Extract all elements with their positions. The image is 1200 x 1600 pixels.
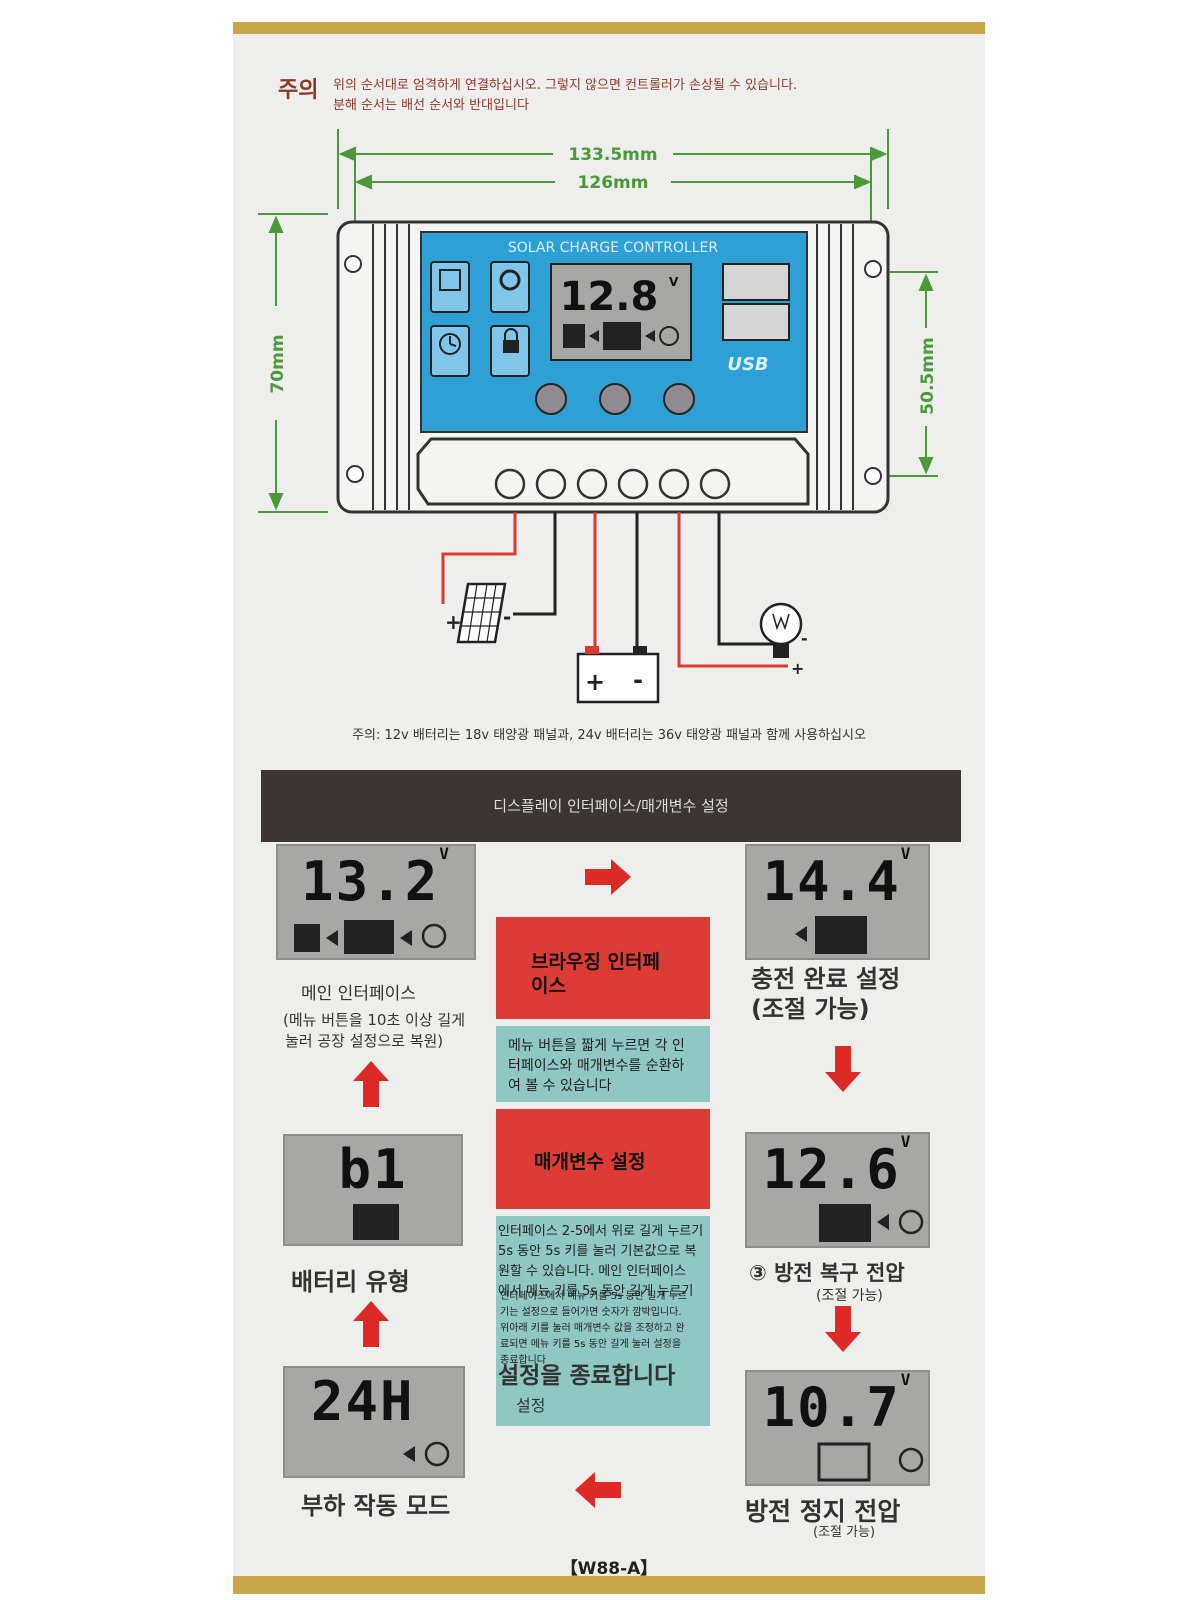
lcd-stop-value: 10.7 <box>762 1376 901 1439</box>
param-small-line-4: 료되면 메뉴 키를 5s 동안 길게 눌러 설정을 <box>500 1339 682 1350</box>
arrow-up-icon <box>353 1301 389 1347</box>
exit-settings-label: 설정 <box>516 1396 546 1415</box>
lcd-charge-unit: V <box>900 844 913 863</box>
section-title: 디스플레이 인터페이스/매개변수 설정 <box>261 770 961 842</box>
param-small-line-1: 인터페이스에서 메뉴 키를 5s 동안 길게 누르 <box>500 1291 688 1302</box>
arrow-up-icon <box>353 1061 389 1107</box>
recover-screen-note: (조절 가능) <box>816 1288 883 1304</box>
stop-screen-label: 방전 정지 전압 <box>745 1497 901 1526</box>
svg-text:+: + <box>791 659 804 678</box>
lcd-battery-value: b1 <box>338 1138 408 1201</box>
warning-line-2: 분해 순서는 배선 순서와 반대입니다 <box>333 98 529 113</box>
main-screen-label: 메인 인터페이스 <box>301 984 416 1004</box>
param-small-line-2: 기는 설정으로 들어가면 숫자가 깜박입니다. <box>500 1307 682 1318</box>
lcd-charge-value: 14.4 <box>762 850 901 913</box>
controller-lcd-unit: V <box>669 275 679 289</box>
recover-screen-label: ③ 방전 복구 전압 <box>749 1261 905 1285</box>
lcd-main-icons <box>294 920 447 954</box>
controller-panel-title: SOLAR CHARGE CONTROLLER <box>508 240 719 256</box>
arrow-down-icon <box>825 1046 861 1092</box>
lcd-main-unit: V <box>439 844 451 863</box>
svg-text:+: + <box>585 668 605 696</box>
browse-desc-line-2: 터페이스와 매개변수를 순환하 <box>508 1058 685 1074</box>
browse-mode-title-2: 이스 <box>531 975 566 997</box>
arrow-right-icon <box>585 859 631 895</box>
warning-title: 주의 <box>278 78 319 103</box>
parameter-setting-description: 인터페이스 2-5에서 위로 길게 누르기 5s 동안 5s 키를 눌러 기본값… <box>496 1216 710 1426</box>
model-code: 【W88-A】 <box>560 1559 658 1579</box>
browse-mode-title-1: 브라우징 인터페 <box>531 951 660 973</box>
svg-text:-: - <box>633 666 643 694</box>
arrow-down-icon <box>825 1306 861 1352</box>
browse-mode-box: 브라우징 인터페 이스 <box>496 917 710 1019</box>
lcd-charge-icons <box>795 916 867 954</box>
browse-mode-description: 메뉴 버튼을 짧게 누르면 각 인 터페이스와 매개변수를 순환하 여 볼 수 … <box>496 1026 710 1102</box>
lcd-load-screen: 24H <box>283 1366 465 1478</box>
lcd-main-screen: 13.2V <box>276 844 476 960</box>
lcd-load-icons <box>403 1441 450 1467</box>
exit-settings-title: 설정을 종료합니다 <box>498 1363 676 1389</box>
load-screen-label: 부하 작동 모드 <box>301 1492 451 1520</box>
lcd-charge-screen: 14.4V <box>745 844 930 960</box>
main-screen-note-1: (메뉴 버튼을 10초 이상 길게 <box>283 1011 466 1029</box>
controller-usb-label: USB <box>727 354 768 375</box>
arrow-left-icon <box>575 1472 621 1508</box>
svg-text:+: + <box>445 610 462 634</box>
lcd-load-value: 24H <box>311 1370 415 1433</box>
parameter-setting-box: 매개변수 설정 <box>496 1109 710 1209</box>
param-desc-line-2: 5s 동안 5s 키를 눌러 기본값으로 복 <box>498 1244 697 1259</box>
param-desc-line-4: 에서 메뉴 키를 5s 동안 길게 누르기 <box>498 1284 694 1299</box>
main-screen-note-2: 눌러 공장 설정으로 복원) <box>285 1032 444 1050</box>
dimension-hole-spacing: 50.5mm <box>918 337 938 414</box>
charge-screen-label: 충전 완료 설정 <box>751 965 901 993</box>
lcd-recover-value: 12.6 <box>762 1138 901 1201</box>
browse-desc-line-1: 메뉴 버튼을 짧게 누르면 각 인 <box>508 1038 685 1054</box>
dimension-height: 70mm <box>268 334 288 393</box>
stop-screen-note: (조절 가능) <box>813 1525 876 1540</box>
lcd-stop-icons <box>817 1442 924 1482</box>
controller-diagram: 133.5mm 126mm 70mm 50.5mm SOLAR CHARGE C… <box>258 129 938 704</box>
browse-desc-line-3: 여 볼 수 있습니다 <box>508 1078 612 1094</box>
dimension-inner-width: 126mm <box>578 173 649 193</box>
manual-sheet: 주의 위의 순서대로 엄격하게 연결하십시오. 그렇지 않으면 컨트롤러가 손상… <box>233 22 985 1594</box>
charge-screen-note: (조절 가능) <box>751 995 870 1023</box>
lcd-battery-icons <box>353 1204 399 1240</box>
usage-note: 주의: 12v 배터리는 18v 태양광 패널과, 24v 배터리는 36v 태… <box>352 728 866 743</box>
lcd-stop-unit: V <box>900 1370 913 1389</box>
battery-screen-label: 배터리 유형 <box>291 1268 410 1296</box>
lcd-recover-icons <box>819 1204 924 1242</box>
lcd-battery-screen: b1 <box>283 1134 463 1246</box>
warning-line-1: 위의 순서대로 엄격하게 연결하십시오. 그렇지 않으면 컨트롤러가 손상될 수… <box>333 78 798 93</box>
param-desc-line-3: 원할 수 있습니다. 메인 인터페이스 <box>498 1264 687 1279</box>
param-small-line-3: 위아래 키를 눌러 매개변수 값을 조정하고 완 <box>500 1323 685 1334</box>
lcd-main-value: 13.2 <box>301 850 440 913</box>
param-small-line-5: 종료합니다 <box>500 1355 546 1366</box>
svg-text:-: - <box>801 629 808 648</box>
lcd-recover-unit: V <box>900 1132 913 1151</box>
svg-text:-: - <box>503 605 511 629</box>
lcd-recover-screen: 12.6V <box>745 1132 930 1248</box>
dimension-outer-width: 133.5mm <box>568 145 657 165</box>
parameter-setting-title: 매개변수 설정 <box>534 1151 646 1173</box>
controller-lcd-value: 12.8 <box>560 274 659 320</box>
lcd-stop-screen: 10.7V <box>745 1370 930 1486</box>
param-desc-line-1: 인터페이스 2-5에서 위로 길게 누르기 <box>498 1224 704 1239</box>
